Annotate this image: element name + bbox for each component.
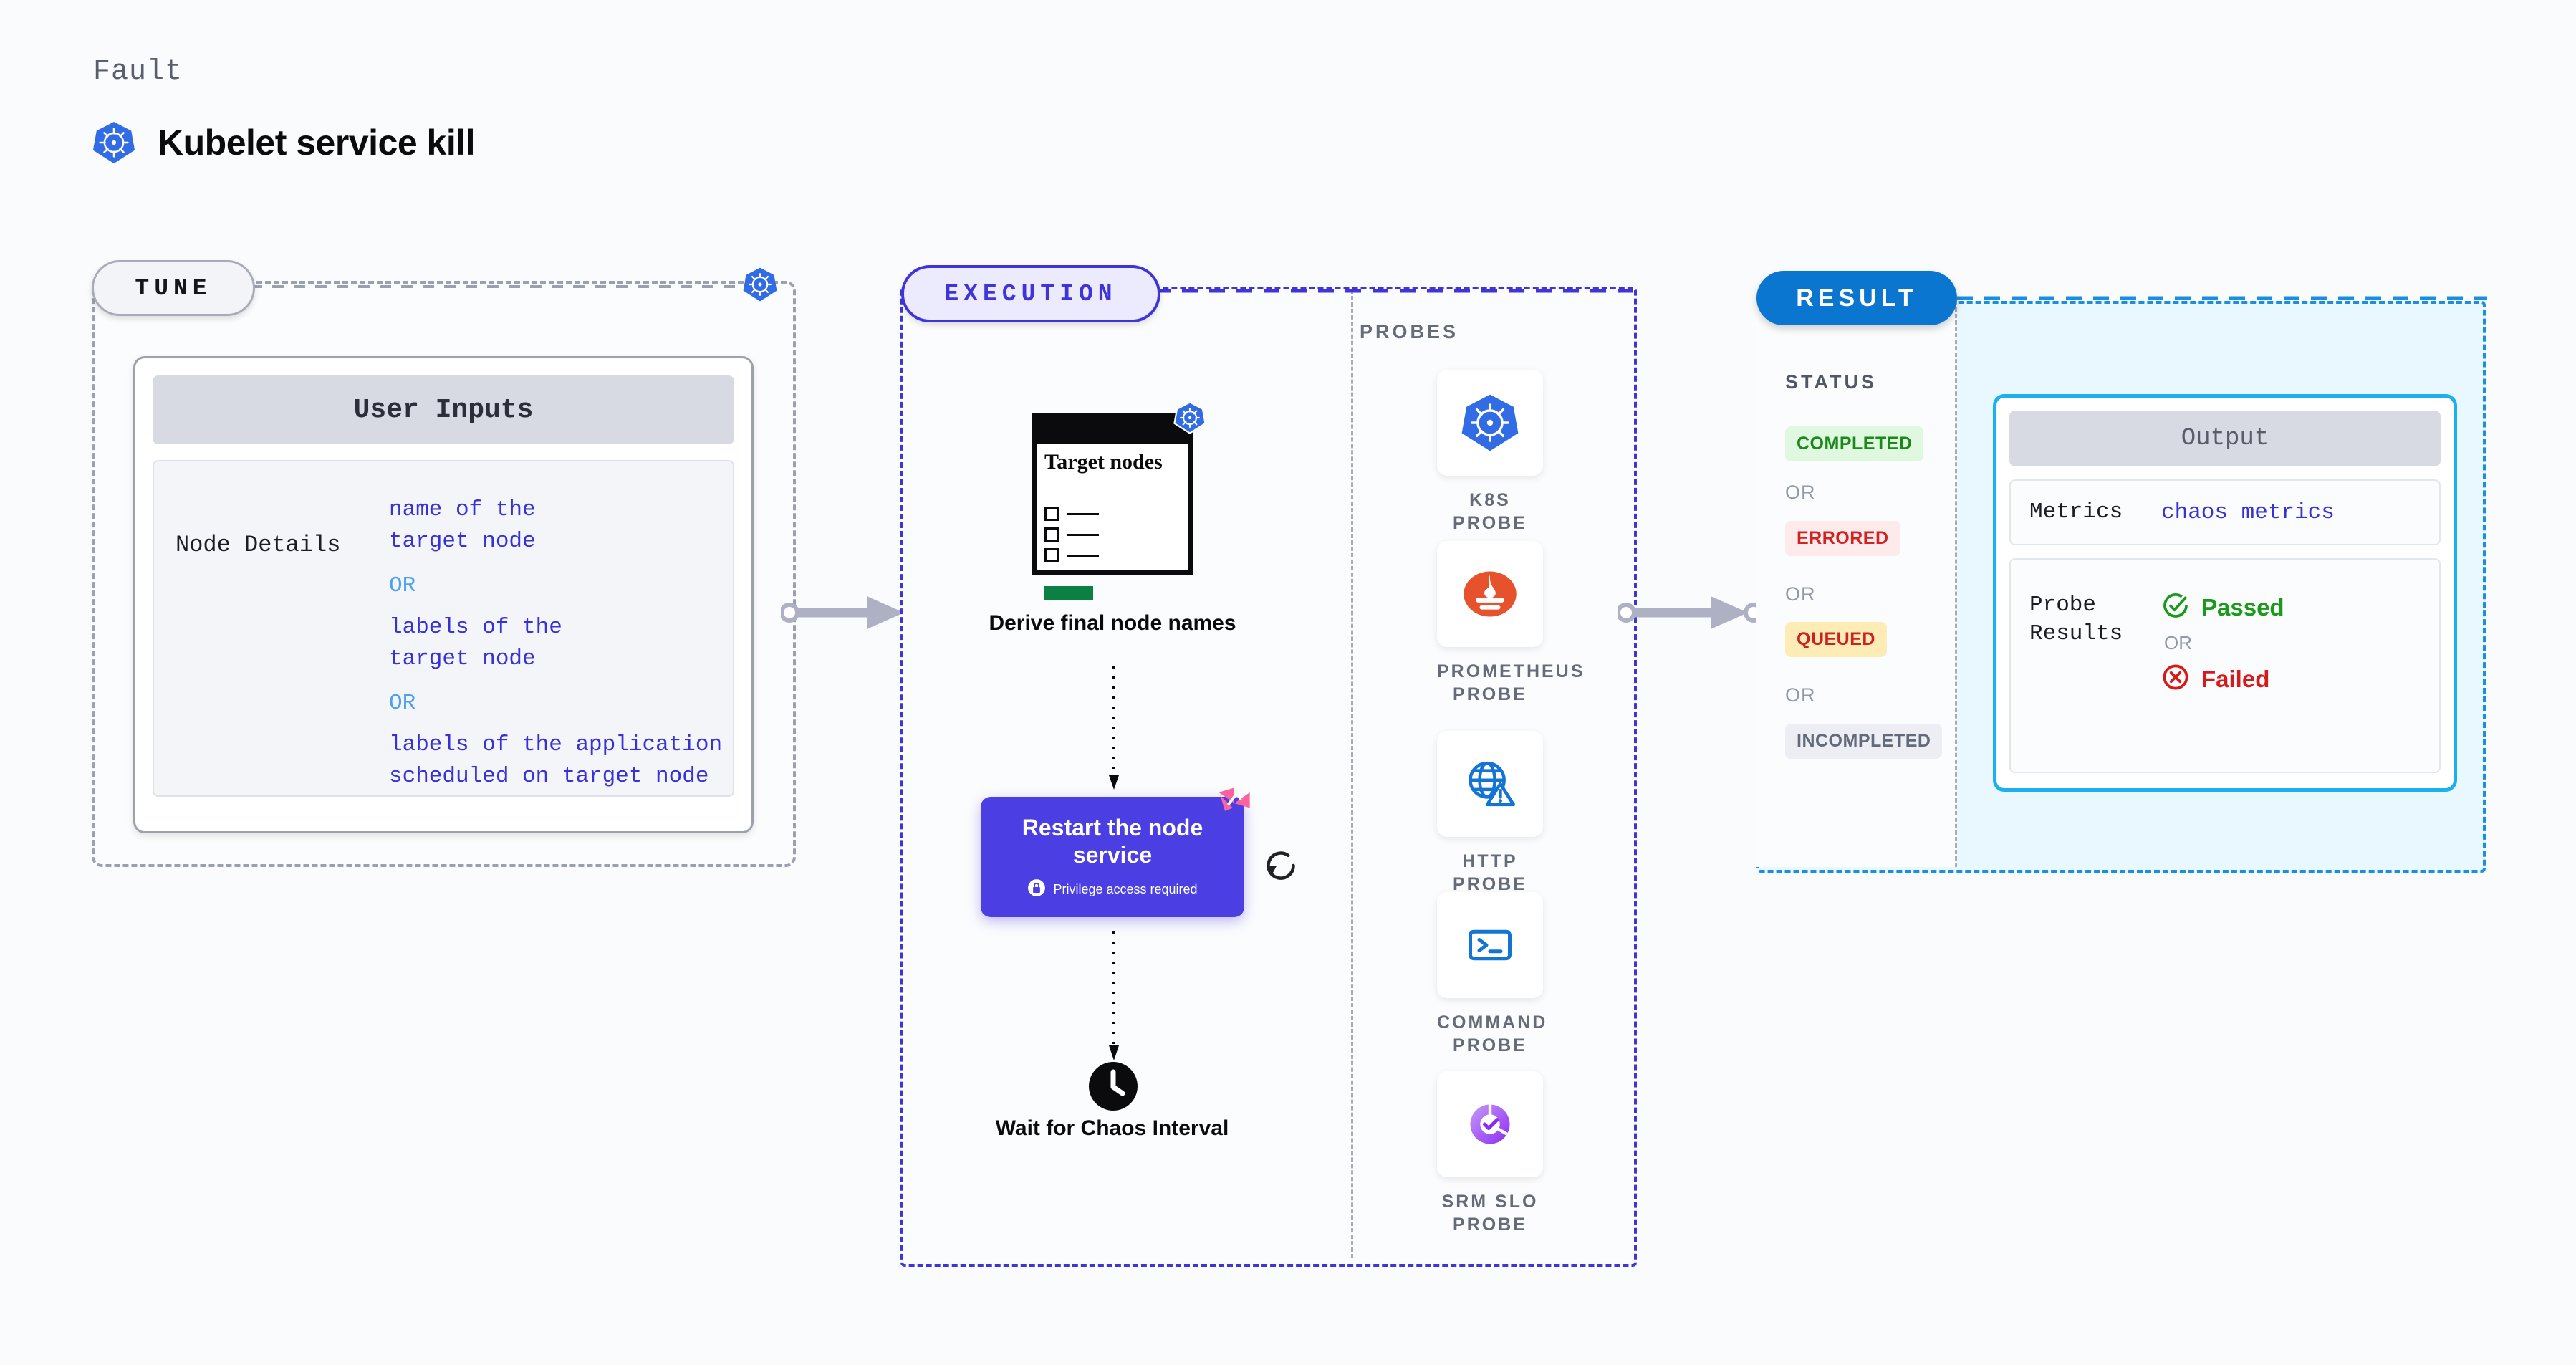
- target-nodes-checklist: [1044, 507, 1099, 569]
- user-inputs-header: User Inputs: [153, 375, 734, 444]
- output-title: Output: [2181, 425, 2269, 452]
- probes-column: [1351, 289, 1631, 1258]
- probe-result-passed-label: Passed: [2201, 593, 2284, 621]
- harness-icon: [1216, 785, 1253, 825]
- execution-to-result-connector: [1618, 596, 1761, 629]
- probe-item-srm-slo-probe[interactable]: SRM SLO PROBE: [1437, 1071, 1543, 1236]
- kubernetes-icon: [742, 267, 778, 306]
- step-restart-node-service[interactable]: Restart the node service Privilege acces…: [981, 797, 1244, 917]
- probe-results-values: Passed OR Failed: [2161, 591, 2284, 695]
- probe-label-prometheus-probe: PROMETHEUS PROBE: [1437, 661, 1585, 704]
- check-circle-icon: [2161, 591, 2190, 623]
- user-inputs-body: Node Details name of the target node OR …: [153, 460, 734, 797]
- param-separator-0: OR: [389, 573, 416, 598]
- arrow-derive-to-restart: [1109, 666, 1119, 790]
- tune-chip-connector: [251, 285, 745, 288]
- globe-warning-icon: [1437, 731, 1543, 837]
- probe-label-http-probe: HTTP PROBE: [1453, 851, 1527, 894]
- output-key-metrics: Metrics: [2029, 499, 2123, 525]
- kubernetes-icon: [1173, 401, 1206, 438]
- target-nodes-progress-bar: [1044, 586, 1093, 600]
- status-badge-incompleted: INCOMPLETED: [1785, 724, 1943, 759]
- probe-result-passed: Passed: [2161, 591, 2284, 623]
- user-inputs-title: User Inputs: [353, 394, 534, 426]
- execution-chip-connector: [1155, 289, 1642, 293]
- probe-item-http-probe[interactable]: HTTP PROBE: [1437, 731, 1543, 896]
- probe-result-separator: OR: [2164, 632, 2192, 653]
- output-row-probe-results: Probe Results Passed OR: [2009, 558, 2441, 773]
- status-badge-queued: QUEUED: [1785, 622, 1887, 657]
- execution-chip-label: EXECUTION: [944, 280, 1118, 307]
- privilege-note-label: Privilege access required: [1053, 881, 1198, 896]
- status-column: [1756, 301, 1957, 867]
- probe-item-command-probe[interactable]: COMMAND PROBE: [1437, 892, 1548, 1057]
- slo-donut-icon: [1437, 1071, 1543, 1177]
- param-value-1: labels of the target node: [389, 615, 562, 671]
- output-key-probe-results: Probe Results: [2029, 593, 2123, 646]
- param-value-0: name of the target node: [389, 497, 536, 554]
- probe-label-command-probe: COMMAND PROBE: [1437, 1012, 1548, 1055]
- execution-section-chip[interactable]: EXECUTION: [901, 265, 1160, 322]
- target-nodes-illustration: Target nodes: [1032, 413, 1193, 600]
- tune-section-chip[interactable]: TUNE: [92, 260, 255, 316]
- output-header: Output: [2009, 411, 2441, 466]
- probe-result-failed-label: Failed: [2201, 665, 2270, 692]
- step-label-restart-node-service: Restart the node service: [1022, 814, 1203, 868]
- kubernetes-icon: [92, 120, 136, 165]
- param-value-2: labels of the application scheduled on t…: [389, 732, 723, 789]
- step-label-derive-final-node-names: Derive final node names: [989, 611, 1236, 635]
- privilege-note: Privilege access required: [1027, 878, 1198, 901]
- step-label-wait-for-chaos-interval: Wait for Chaos Interval: [995, 1116, 1229, 1140]
- user-inputs-card: User Inputs Node Details name of the tar…: [133, 356, 754, 833]
- prometheus-icon: [1437, 541, 1543, 647]
- param-values-node-details: name of the target node OR labels of the…: [389, 494, 733, 792]
- result-chip-label: RESULT: [1796, 284, 1918, 312]
- status-separator-2: OR: [1785, 583, 1816, 605]
- probe-label-srm-slo-probe: SRM SLO PROBE: [1441, 1192, 1539, 1235]
- fault-eyebrow-label: Fault: [93, 56, 183, 88]
- result-section-chip[interactable]: RESULT: [1756, 271, 1957, 325]
- tune-chip-label: TUNE: [135, 274, 212, 302]
- page-title-row: Kubelet service kill: [92, 120, 476, 165]
- result-chip-connector: [1957, 296, 2487, 300]
- repeat-icon: [1261, 846, 1301, 889]
- clock-icon: [1087, 1060, 1139, 1116]
- output-card: Output Metrics chaos metrics Probe Resul…: [1993, 394, 2457, 792]
- probe-item-prometheus-probe[interactable]: PROMETHEUS PROBE: [1437, 541, 1585, 706]
- arrow-restart-to-wait: [1109, 931, 1119, 1060]
- status-badge-completed: COMPLETED: [1785, 426, 1924, 461]
- terminal-icon: [1437, 892, 1543, 998]
- probe-item-k8s-probe[interactable]: K8S PROBE: [1437, 370, 1543, 535]
- status-separator-1: OR: [1785, 482, 1816, 503]
- param-separator-1: OR: [389, 691, 416, 716]
- kubernetes-icon: [1437, 370, 1543, 476]
- status-separator-3: OR: [1785, 684, 1816, 706]
- page-title: Kubelet service kill: [158, 123, 476, 163]
- lock-icon: [1027, 878, 1046, 901]
- probe-label-k8s-probe: K8S PROBE: [1453, 490, 1527, 533]
- output-value-chaos-metrics[interactable]: chaos metrics: [2161, 499, 2335, 525]
- status-title: STATUS: [1785, 371, 1877, 393]
- x-circle-icon: [2161, 663, 2190, 695]
- tune-to-execution-connector: [781, 596, 917, 629]
- target-nodes-image-title: Target nodes: [1044, 450, 1163, 474]
- probes-title: PROBES: [1360, 321, 1459, 343]
- param-key-node-details: Node Details: [176, 532, 341, 558]
- probe-result-failed: Failed: [2161, 663, 2284, 695]
- status-badge-errored: ERRORED: [1785, 521, 1900, 556]
- output-row-metrics: Metrics chaos metrics: [2009, 479, 2441, 545]
